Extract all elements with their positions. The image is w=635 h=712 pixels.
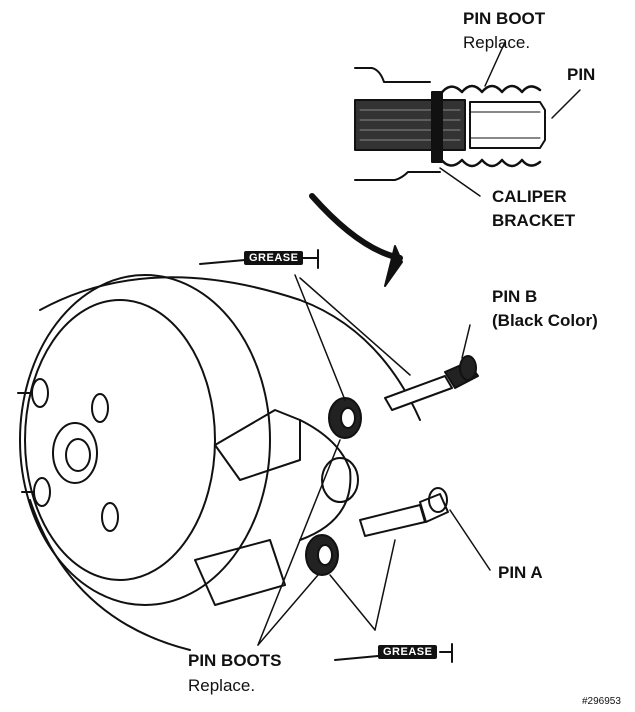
pin-boots-title: PIN BOOTS [188, 651, 282, 670]
figure-id: #296953 [582, 696, 621, 707]
pin-b-color-note: (Black Color) [492, 311, 598, 330]
lug-stud [91, 393, 109, 423]
caliper-bracket-line1: CALIPER [492, 187, 567, 206]
rotor-hub-assembly [17, 274, 421, 651]
lug-stud [101, 502, 119, 532]
pin-b [384, 355, 479, 411]
pin-boot-title: PIN BOOT [463, 9, 546, 28]
pin-boot-lower [305, 534, 339, 576]
lug-stud [17, 378, 49, 408]
grease-brush-bottom [334, 643, 453, 663]
pin-label: PIN [567, 65, 596, 84]
pin-a-label: PIN A [498, 563, 543, 582]
detail-callout-arrow [309, 193, 403, 261]
pin-boot-upper [328, 397, 362, 439]
inset-cross-section [354, 41, 581, 197]
pin-b-label: PIN B [492, 287, 538, 306]
pin-a [359, 487, 449, 537]
grease-tag-bottom: GREASE [378, 645, 438, 659]
pin-boot-action: Replace. [463, 33, 531, 52]
lug-stud [21, 477, 51, 507]
grease-tag-top: GREASE [244, 251, 304, 265]
caliper-bracket-line2: BRACKET [492, 211, 576, 230]
pin-boots-action: Replace. [188, 676, 256, 695]
